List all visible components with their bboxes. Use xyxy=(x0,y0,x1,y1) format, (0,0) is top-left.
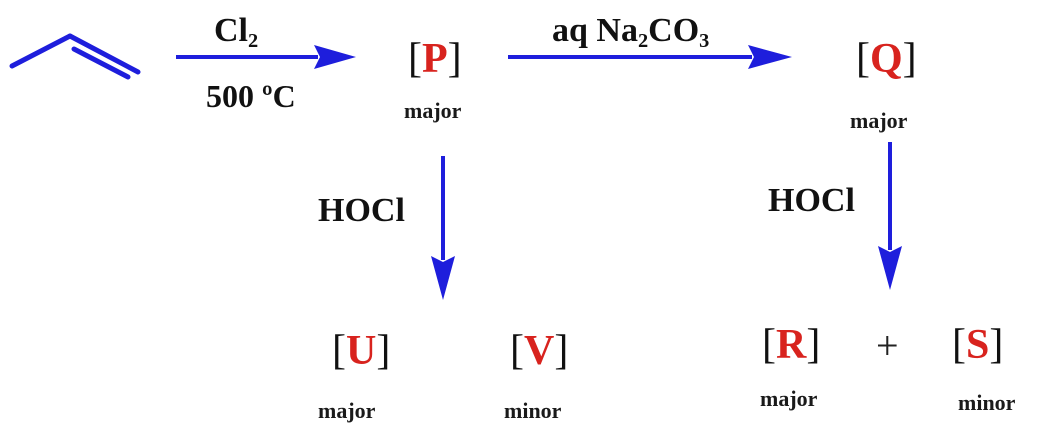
compound-u-letter: U xyxy=(346,328,377,374)
arrow-propene-to-p-head xyxy=(314,45,356,69)
reagent-cl2-text: Cl xyxy=(214,12,248,49)
compound-v-letter: V xyxy=(524,328,555,374)
compound-q-letter: Q xyxy=(870,36,903,82)
compound-v: [V] xyxy=(510,328,569,374)
reagent-co-subscript: 3 xyxy=(699,30,710,53)
compound-p: [P] xyxy=(408,36,462,82)
compound-v-tag: minor xyxy=(504,398,562,423)
arrow-p-to-uv-head xyxy=(431,256,455,300)
compound-p-letter: P xyxy=(422,36,448,82)
reagent-cl2: Cl2 xyxy=(214,12,258,52)
arrows xyxy=(176,45,902,300)
propene-structure xyxy=(9,33,141,80)
reagent-na-prefix: aq Na xyxy=(552,12,638,49)
compound-p-tag: major xyxy=(404,98,462,123)
compound-s-tag: minor xyxy=(958,390,1016,415)
compound-q-tag: major xyxy=(850,108,908,133)
compound-r: [R] xyxy=(762,322,821,368)
plus-sign: + xyxy=(876,323,899,368)
compound-q: [Q] xyxy=(856,36,917,82)
reagent-temperature: 500 ºC xyxy=(206,78,296,114)
compound-r-tag: major xyxy=(760,386,818,411)
reagent-na-subscript: 2 xyxy=(637,30,649,53)
propene-double-bond-inner xyxy=(71,46,131,80)
propene-single-bond xyxy=(9,33,73,69)
compound-s-letter: S xyxy=(966,322,990,368)
compound-u-tag: major xyxy=(318,398,376,423)
arrow-q-to-rs-head xyxy=(878,246,902,290)
reagent-hocl-right: HOCl xyxy=(768,182,855,219)
arrow-p-to-q-head xyxy=(748,45,792,69)
reagent-hocl-left: HOCl xyxy=(318,192,405,229)
compound-u: [U] xyxy=(332,328,391,374)
propene-double-bond-outer xyxy=(67,33,141,75)
reagent-cl2-subscript: 2 xyxy=(248,30,259,53)
compound-s: [S] xyxy=(952,322,1004,368)
reagent-sodium-carbonate: aq Na2CO3 xyxy=(552,12,709,52)
reagent-co-text: CO xyxy=(648,12,700,49)
compound-r-letter: R xyxy=(776,322,807,368)
